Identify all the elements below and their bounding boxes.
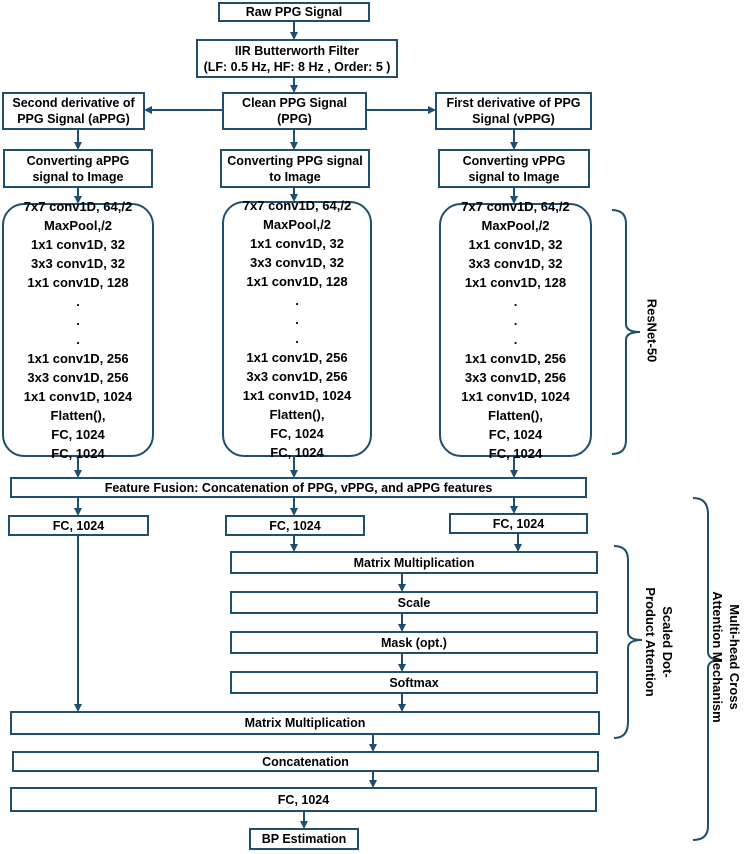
raw-ppg-signal-label: Raw PPG Signal (245, 5, 343, 19)
resnet-layers-vppg: 7x7 conv1D, 64,/2 MaxPool,/2 1x1 conv1D,… (461, 199, 570, 461)
bp-estimation-label: BP Estimation (261, 832, 347, 846)
concatenation-box: Concatenation (12, 751, 599, 772)
clean-ppg-box: Clean PPG Signal (PPG) (222, 92, 367, 130)
matmul-bottom-box: Matrix Multiplication (10, 711, 600, 735)
raw-ppg-signal-box: Raw PPG Signal (218, 2, 370, 22)
convert-appg-label: Converting aPPG signal to Image (26, 153, 130, 184)
convert-ppg-box: Converting PPG signal to Image (220, 149, 370, 188)
fc-final-label: FC, 1024 (277, 792, 330, 807)
fc-left-box: FC, 1024 (8, 515, 149, 536)
mhca-bracket (692, 497, 723, 841)
second-derivative-box: Second derivative of PPG Signal (aPPG) (2, 92, 145, 130)
matmul-top-box: Matrix Multiplication (230, 551, 598, 574)
feature-fusion-label: Feature Fusion: Concatenation of PPG, vP… (104, 480, 493, 495)
mhca-bracket-label: Multi-head Cross Attention Mechanism (710, 591, 742, 723)
resnet-bracket (611, 209, 641, 455)
resnet-column-vppg: 7x7 conv1D, 64,/2 MaxPool,/2 1x1 conv1D,… (439, 199, 592, 461)
resnet-bracket-label: ResNet-50 (644, 298, 660, 363)
resnet-column-appg: 7x7 conv1D, 64,/2 MaxPool,/2 1x1 conv1D,… (2, 199, 154, 461)
softmax-box: Softmax (230, 671, 598, 694)
convert-ppg-label: Converting PPG signal to Image (227, 153, 363, 184)
mask-box: Mask (opt.) (230, 631, 598, 654)
matmul-bottom-label: Matrix Multiplication (244, 716, 366, 730)
resnet-column-ppg: 7x7 conv1D, 64,/2 MaxPool,/2 1x1 conv1D,… (222, 198, 372, 460)
bp-estimation-box: BP Estimation (249, 828, 359, 850)
scale-box: Scale (230, 591, 598, 614)
second-derivative-label: Second derivative of PPG Signal (aPPG) (12, 96, 135, 126)
iir-filter-label: IIR Butterworth Filter (LF: 0.5 Hz, HF: … (203, 43, 391, 74)
concatenation-label: Concatenation (262, 754, 349, 769)
iir-filter-box: IIR Butterworth Filter (LF: 0.5 Hz, HF: … (196, 39, 398, 78)
fc-mid-label: FC, 1024 (269, 518, 321, 533)
resnet-layers-ppg: 7x7 conv1D, 64,/2 MaxPool,/2 1x1 conv1D,… (242, 198, 352, 460)
sdpa-bracket (613, 545, 643, 739)
fc-right-box: FC, 1024 (449, 513, 588, 534)
mask-label: Mask (opt.) (381, 635, 447, 650)
fc-right-label: FC, 1024 (492, 516, 545, 531)
resnet-layers-appg: 7x7 conv1D, 64,/2 MaxPool,/2 1x1 conv1D,… (23, 199, 133, 461)
convert-vppg-box: Converting vPPG signal to Image (438, 149, 590, 188)
fc-left-label: FC, 1024 (52, 518, 105, 533)
fc-final-box: FC, 1024 (10, 787, 597, 812)
sdpa-bracket-label: Scaled Dot- Product Attention (643, 587, 675, 697)
scale-label: Scale (397, 595, 431, 610)
first-derivative-label: First derivative of PPG Signal (vPPG) (446, 96, 581, 126)
fc-mid-box: FC, 1024 (225, 515, 365, 536)
matmul-top-label: Matrix Multiplication (353, 555, 475, 570)
clean-ppg-label: Clean PPG Signal (PPG) (242, 96, 347, 126)
first-derivative-box: First derivative of PPG Signal (vPPG) (435, 92, 592, 130)
softmax-label: Softmax (389, 675, 439, 690)
convert-vppg-label: Converting vPPG signal to Image (462, 153, 566, 184)
feature-fusion-box: Feature Fusion: Concatenation of PPG, vP… (10, 477, 587, 498)
convert-appg-box: Converting aPPG signal to Image (3, 149, 153, 188)
